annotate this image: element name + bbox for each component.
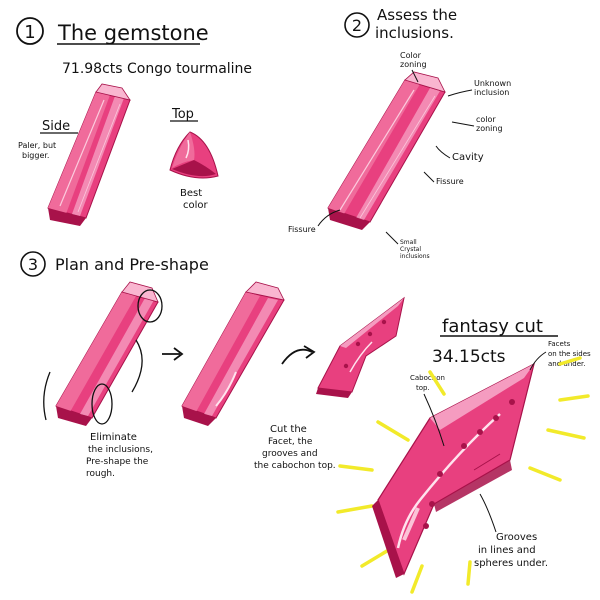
side-note-line-1: Paler, but: [18, 141, 56, 150]
cut-line-4: the cabochon top.: [254, 461, 336, 471]
best-color-line-1: Best: [180, 188, 202, 199]
eliminate-line-2: the inclusions,: [88, 445, 153, 455]
fantasy-callout-arrows: [423, 351, 547, 533]
step-2-circle: [344, 12, 370, 38]
arrow-to-cut: [281, 345, 316, 365]
side-note-line-2: bigger.: [22, 151, 49, 160]
unknown-inclusion-line-1: Unknown: [474, 79, 511, 88]
crystal-top-view: [169, 131, 219, 179]
best-color-line-2: color: [183, 200, 209, 211]
inclusion-circles: [43, 289, 163, 425]
step-3-section: 3 Plan and Pre-shape Eliminate the inclu…: [20, 251, 405, 479]
color-zoning-b-line-2: zoning: [476, 124, 503, 133]
step-1-section: 1 The gemstone 71.98cts Congo tourmaline…: [16, 17, 252, 226]
top-label: Top: [171, 107, 194, 122]
step-2-title-line-2: inclusions.: [375, 24, 454, 42]
small-crystals-line-3: inclusions: [400, 253, 430, 260]
crystal-assess-view: [327, 71, 446, 230]
crystal-plan-view: [55, 281, 159, 426]
step-2-title-line-1: Assess the: [377, 6, 457, 24]
grooves-line-1: Grooves: [496, 532, 537, 543]
cut-line-3: grooves and: [262, 449, 318, 459]
grooves-line-2: in lines and: [478, 545, 536, 556]
fantasy-cut-section: fantasy cut 34.15cts Facets on the sides…: [336, 316, 591, 594]
fissure-b-label: Fissure: [288, 225, 316, 234]
color-zoning-a-line-1: Color: [400, 51, 422, 60]
step-2-callout-arrows: [317, 69, 475, 245]
eliminate-line-1: Eliminate: [90, 432, 137, 443]
small-cut-piece: [316, 296, 405, 398]
fantasy-cut-gem: [372, 362, 535, 578]
step-1-number: 1: [24, 22, 35, 43]
fantasy-weight: 34.15cts: [432, 347, 506, 367]
arrow-to-preshape: [162, 347, 184, 361]
eliminate-line-3: Pre-shape the: [86, 457, 149, 467]
crystal-preshaped-view: [181, 281, 285, 426]
cut-line-1: Cut the: [270, 424, 307, 435]
sparkle-rays: [336, 356, 590, 594]
facets-line-3: and under.: [548, 360, 585, 368]
cavity-label: Cavity: [452, 152, 484, 163]
cabochon-line-1: Cabochon: [410, 374, 445, 382]
cut-line-2: Facet, the: [268, 437, 313, 447]
step-2-section: 2 Assess the inclusions. Color zoning Un…: [288, 6, 511, 260]
step-2-number: 2: [352, 16, 362, 35]
unknown-inclusion-line-2: inclusion: [474, 88, 509, 97]
small-crystals-line-2: Crystal: [400, 246, 421, 253]
eliminate-line-4: rough.: [86, 469, 115, 479]
step-1-subtitle: 71.98cts Congo tourmaline: [62, 61, 252, 77]
small-crystals-line-1: Small: [400, 239, 417, 246]
crystal-side-view: [47, 83, 131, 226]
side-label: Side: [42, 119, 70, 134]
color-zoning-b-line-1: color: [476, 115, 496, 124]
step-3-number: 3: [28, 255, 38, 274]
step-1-circle: [16, 17, 44, 45]
color-zoning-a-line-2: zoning: [400, 60, 427, 69]
fantasy-cut-title: fantasy cut: [442, 316, 543, 337]
step-1-title: The gemstone: [57, 21, 209, 45]
step-3-circle: [20, 251, 46, 277]
facets-line-1: Facets: [548, 340, 571, 348]
cabochon-line-2: top.: [416, 384, 430, 392]
facets-line-2: on the sides: [548, 350, 591, 358]
fissure-a-label: Fissure: [436, 177, 464, 186]
step-3-title: Plan and Pre-shape: [55, 255, 209, 274]
grooves-line-3: spheres under.: [474, 558, 548, 569]
